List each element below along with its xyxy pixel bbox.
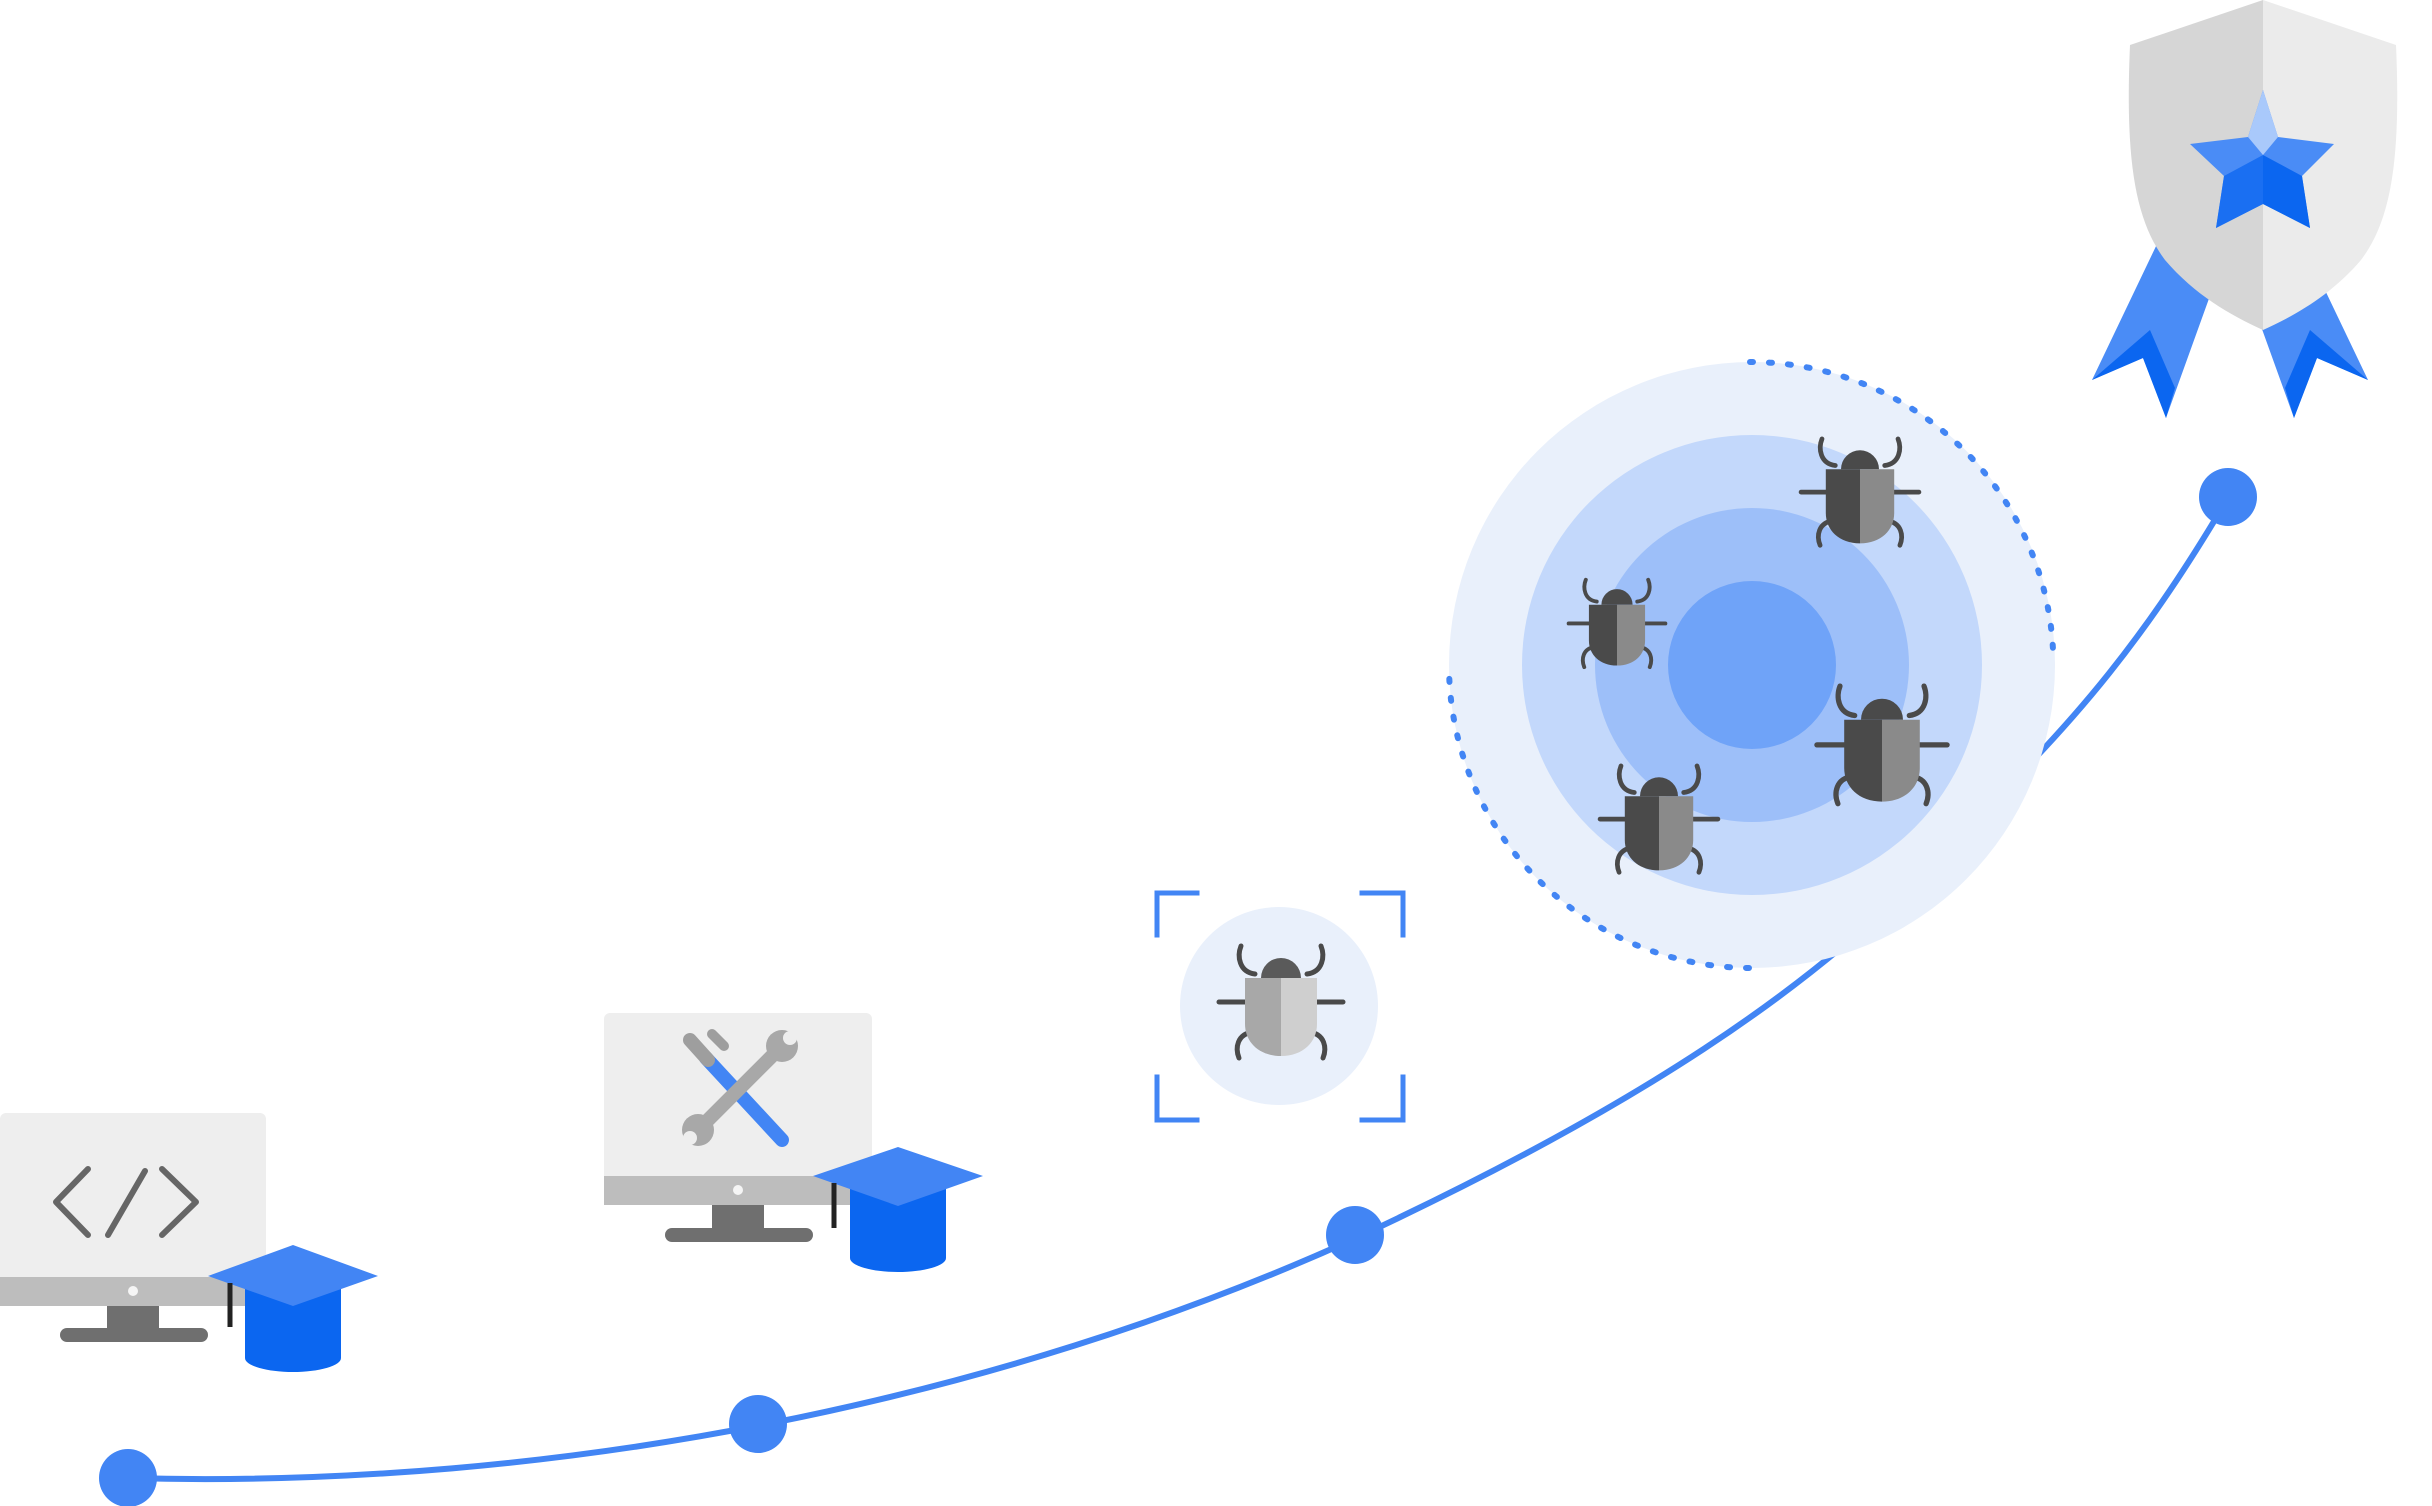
award-badge-icon — [2092, 0, 2398, 418]
code-monitor-icon — [0, 1113, 266, 1342]
ribbon-left — [2092, 242, 2220, 418]
progress-node-5 — [2199, 468, 2257, 526]
progress-node-3 — [1326, 1206, 1384, 1264]
bug-scan-icon — [1154, 890, 1406, 1123]
star-icon — [2190, 90, 2334, 228]
graduation-cap-icon — [813, 1147, 983, 1272]
graduation-cap-icon — [208, 1245, 378, 1372]
scan-frame-corners — [1154, 890, 1406, 1123]
progress-node-1 — [99, 1449, 157, 1506]
screwdriver-icon — [683, 1029, 789, 1147]
shield-right — [2263, 0, 2398, 330]
shield-left — [2128, 0, 2263, 330]
code-brackets-icon — [53, 1166, 199, 1238]
wrench-icon — [682, 1030, 798, 1146]
progress-curve — [125, 495, 2231, 1483]
target-dotted-arc — [1446, 358, 2056, 971]
progress-node-2 — [729, 1395, 787, 1453]
bug-target-icon — [1446, 358, 2056, 971]
